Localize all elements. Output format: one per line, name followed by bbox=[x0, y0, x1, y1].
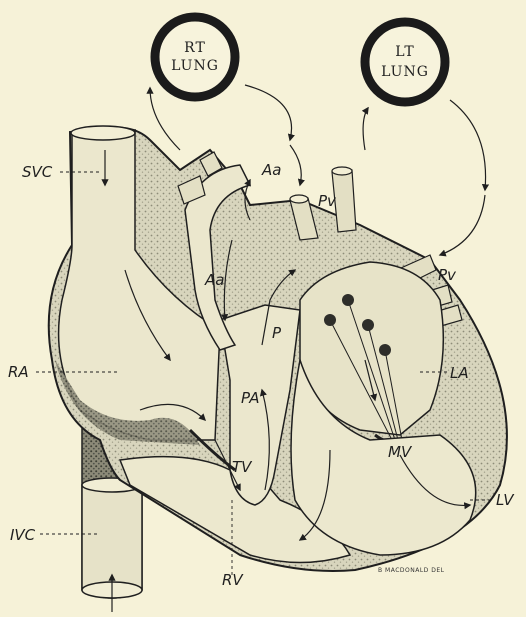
label-rv: RV bbox=[222, 571, 244, 589]
label-p: P bbox=[272, 324, 282, 342]
right-lung-circle bbox=[155, 17, 235, 97]
label-la: LA bbox=[450, 364, 469, 382]
label-tv: TV bbox=[232, 458, 253, 476]
right-lung: RT LUNG bbox=[155, 17, 235, 97]
label-ivc: IVC bbox=[10, 526, 36, 544]
label-pa: PA bbox=[241, 389, 260, 407]
label-pv-lower: Pv bbox=[438, 266, 457, 284]
right-lung-label-line1: RT bbox=[184, 40, 206, 56]
left-lung: LT LUNG bbox=[365, 22, 445, 102]
svc-opening bbox=[71, 126, 135, 140]
label-ra: RA bbox=[8, 363, 29, 381]
left-lung-label-line1: LT bbox=[395, 44, 415, 60]
label-lv: LV bbox=[496, 491, 515, 509]
right-lung-label-line2: LUNG bbox=[171, 58, 219, 74]
label-svc: SVC bbox=[22, 163, 53, 181]
label-pv-upper: Pv bbox=[318, 192, 337, 210]
left-lung-circle bbox=[365, 22, 445, 102]
label-mv: MV bbox=[388, 443, 413, 461]
illustrator-signature: B MACDONALD DEL bbox=[378, 567, 445, 574]
label-aa-upper: Aa bbox=[261, 161, 281, 179]
left-lung-label-line2: LUNG bbox=[381, 64, 429, 80]
label-aa-lower: Aa bbox=[204, 271, 224, 289]
